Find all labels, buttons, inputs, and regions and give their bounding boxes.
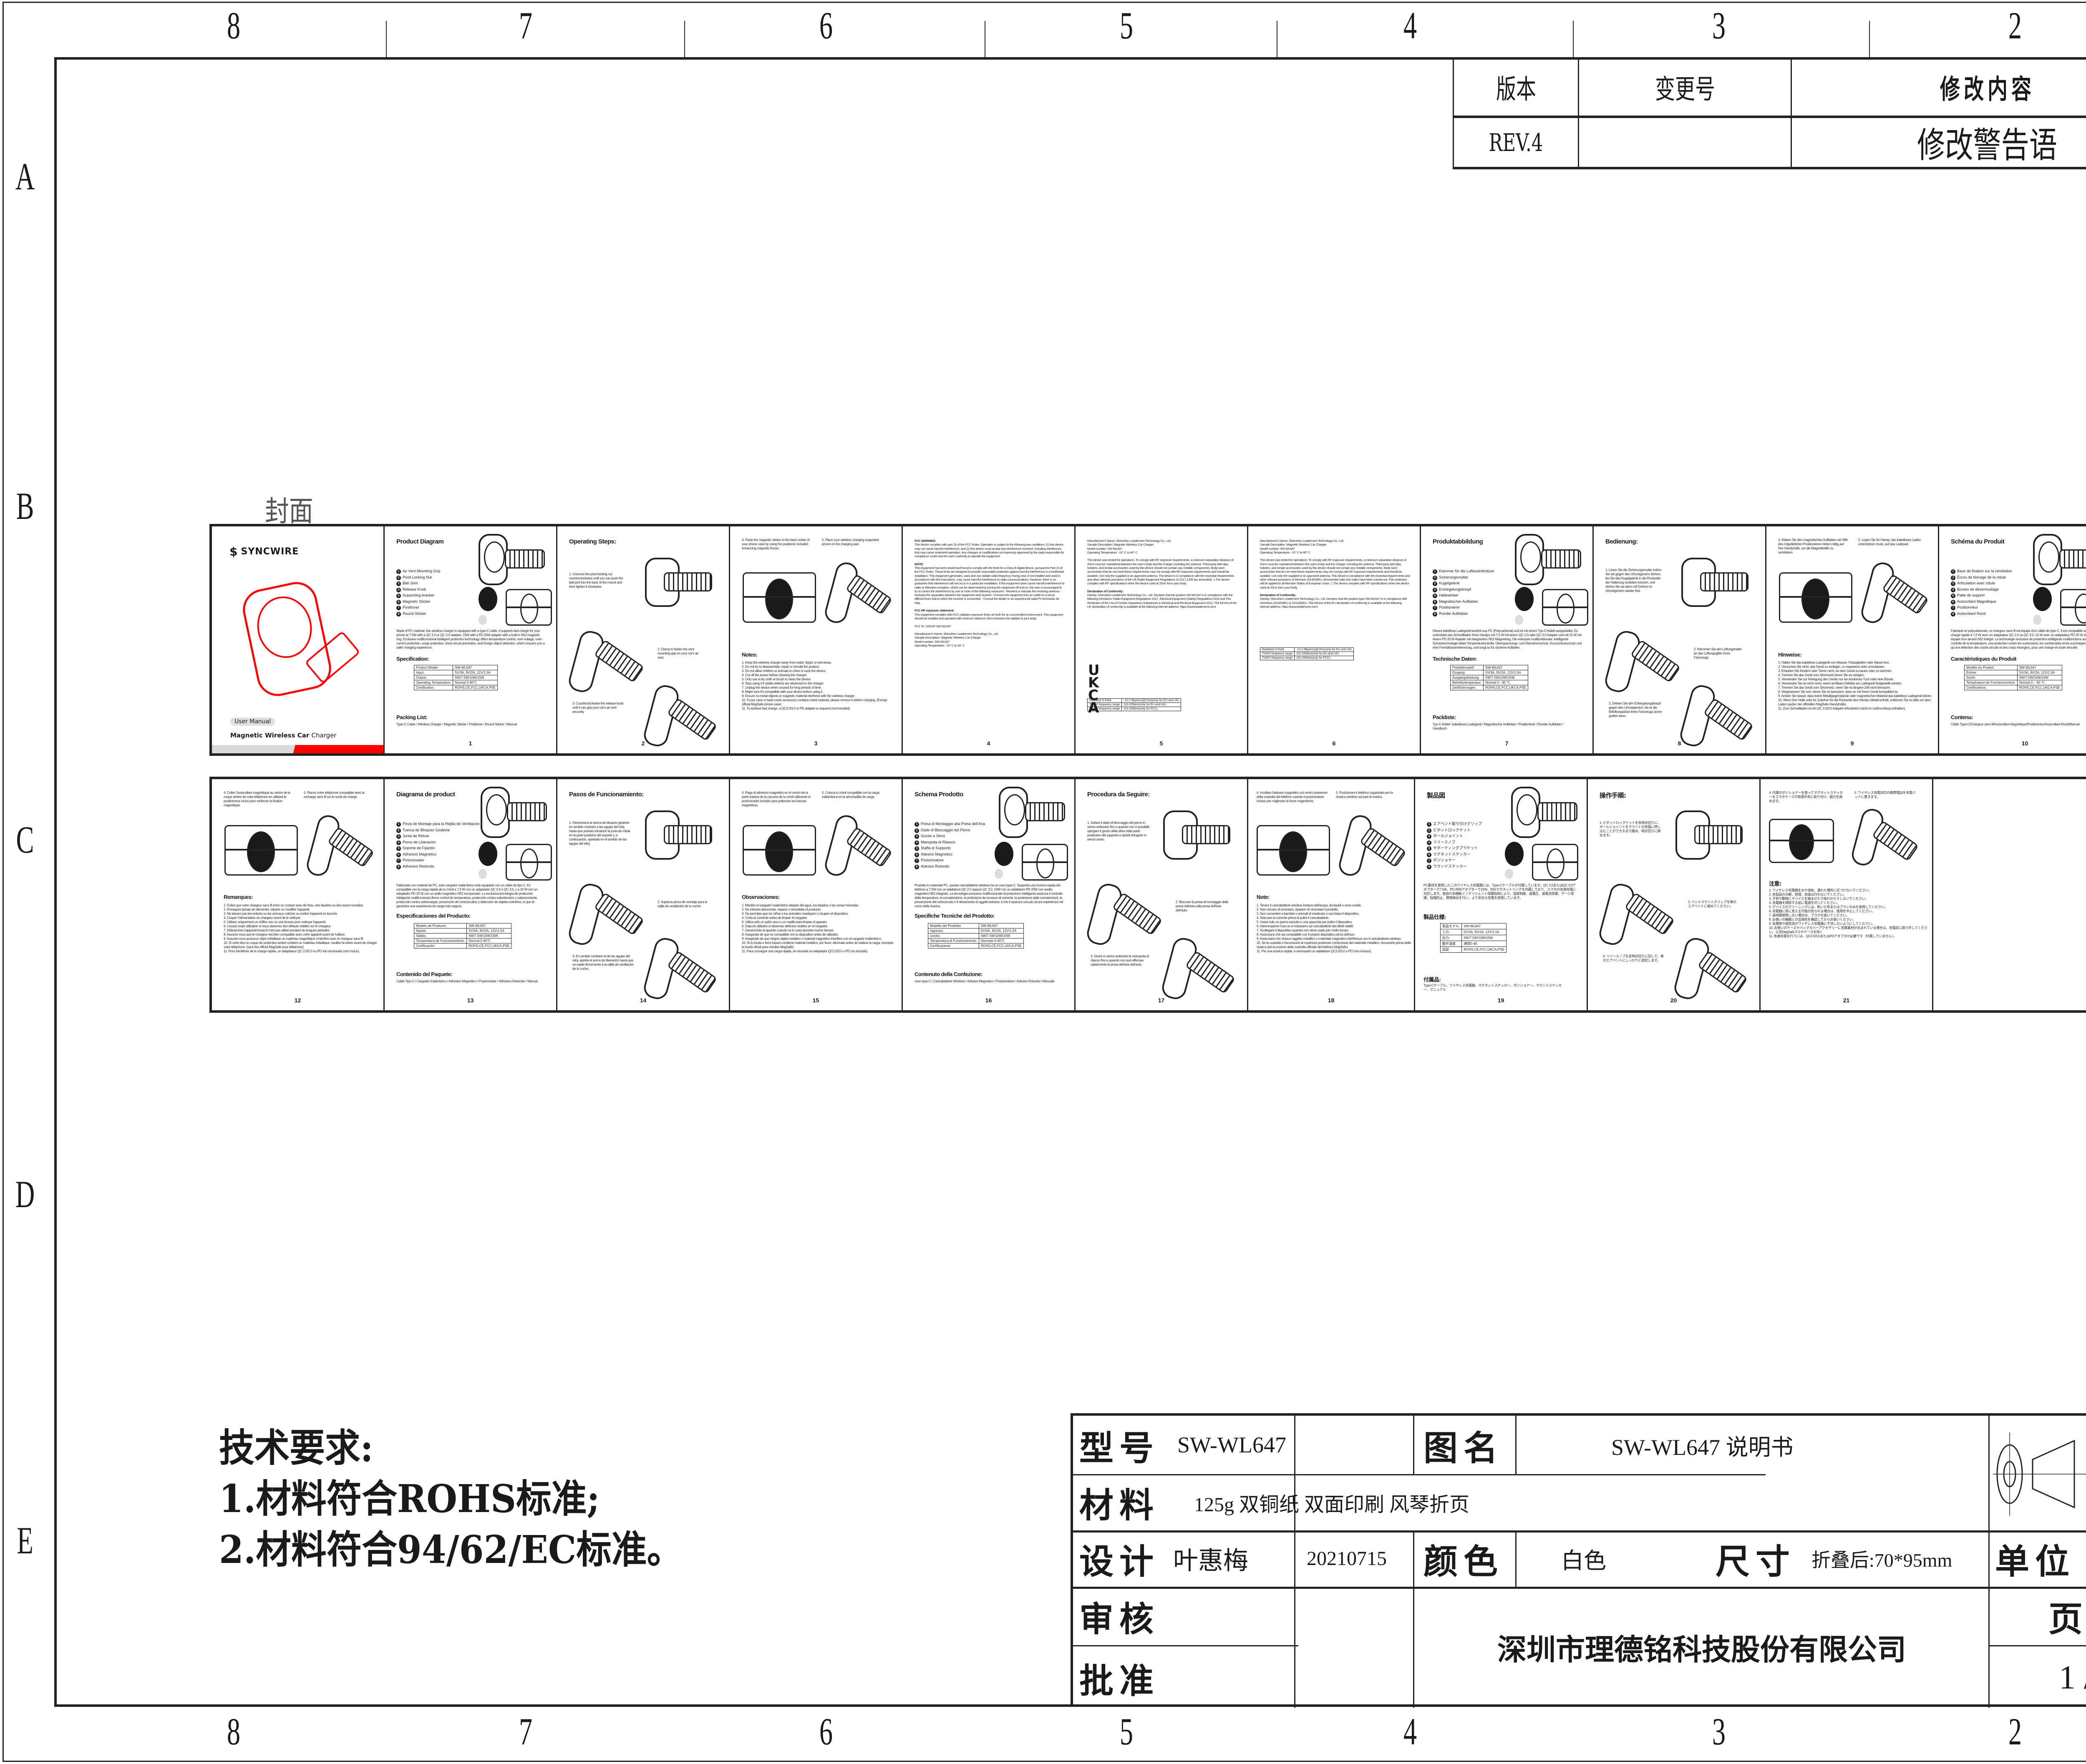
row-marker: E [17, 1519, 33, 1562]
manual-cover: $ SYNCWIRE User Manual Magnetic Wireless… [212, 526, 385, 753]
syncwire-logo-icon: $ [229, 545, 238, 559]
designer-label: 设计 [1079, 1542, 1160, 1582]
rev-content: 修改警告语 [1917, 125, 2058, 166]
col-marker: 7 [519, 1710, 533, 1753]
model-label: 型号 [1079, 1428, 1160, 1468]
blank-panel [1933, 779, 2086, 1010]
drawing-name-value: SW-WL647 说明书 [1611, 1434, 1794, 1460]
model-value: SW-WL647 [1177, 1432, 1286, 1457]
title-block: 型号 SW-WL647 图名 SW-WL647 说明书 材料 125g 双铜纸 … [1071, 1413, 2086, 1708]
page-label: 页码 [2048, 1599, 2086, 1639]
step-2-illustration [566, 629, 606, 695]
cover-title: Magnetic Wireless Car Charger [230, 732, 337, 739]
col-marker: 4 [1403, 1710, 1417, 1753]
spec-table: Product Model:SW-WL647 Input:5V/3A, 9V/2… [413, 665, 498, 690]
color-value: 白色 [1561, 1548, 1606, 1573]
material-label: 材料 [1079, 1485, 1160, 1525]
drawing-outer-border [3, 2, 2086, 1762]
page-2: Operating Steps: 1. Unscrew the pivot lo… [557, 526, 730, 753]
rev-version: REV.4 [1489, 128, 1543, 157]
color-label: 颜色 [1423, 1542, 1504, 1582]
approve-label: 批准 [1079, 1661, 1160, 1701]
col-marker: 4 [1403, 4, 1417, 47]
tech-req-item: 1.材料符合ROHS标准; [219, 1476, 600, 1521]
page-17: Procedura da Seguire: 1. Svitare il dado… [1076, 779, 1248, 1010]
manual-sheet-front: $ SYNCWIRE User Manual Magnetic Wireless… [209, 524, 2086, 756]
material-value: 125g 双铜纸 双面印刷 风琴折页 [1194, 1493, 1470, 1516]
review-label: 审核 [1079, 1599, 1160, 1639]
page-3: 4. Paste the magnetic sticker to the bac… [730, 526, 903, 753]
col-marker: 6 [819, 4, 833, 47]
brand-logo: $ SYNCWIRE [229, 545, 299, 559]
col-marker: 8 [227, 1710, 241, 1753]
notes-list: 1. Keep the wireless charger away from w… [742, 661, 887, 710]
first-angle-projection-icon [1993, 1424, 2086, 1524]
page-5: Manufacturer's Name: Shenzhen Leadement … [1076, 526, 1248, 753]
col-marker: 3 [1712, 1710, 1726, 1753]
unit-label: 单位 [1995, 1542, 2076, 1582]
positioner-diagram [506, 589, 552, 626]
round-sticker-diagram [479, 615, 487, 625]
page-12: 4. Collez l'autocollant magnétique au ce… [212, 779, 385, 1010]
vent-mount-diagram [505, 549, 545, 569]
row-marker: D [15, 1173, 35, 1215]
drawing-name-label: 图名 [1423, 1428, 1504, 1468]
col-marker: 2 [2008, 4, 2022, 47]
revision-table: 版本 变更号 修改内容 修改人 日期 REV.4 修改警告语 李海琴 20211… [1453, 58, 2086, 169]
col-marker: 2 [2008, 1710, 2022, 1753]
page-18: 4. Incollare l'adesivo magnetico sul cen… [1248, 779, 1415, 1010]
page-15: 4. Pega el adhesivo magnético en el cent… [730, 779, 903, 1010]
row-marker: B [16, 485, 34, 527]
page-4: FCC WARNING This device complies with pa… [903, 526, 1076, 753]
technical-requirements: 技术要求: 1.材料符合ROHS标准; 2.材料符合94/62/EC标准。 [219, 1422, 682, 1575]
charger-diagram [479, 534, 508, 585]
col-marker: 5 [1119, 4, 1134, 47]
row-marker: C [16, 818, 34, 861]
positioner-applied-illustration [743, 572, 816, 623]
tech-req-title: 技术要求: [219, 1425, 373, 1470]
company-name: 深圳市理德铭科技股份有限公司 [1497, 1632, 1906, 1667]
page-heading: Product Diagram [396, 538, 444, 545]
tech-req-item: 2.材料符合94/62/EC标准。 [219, 1527, 683, 1572]
page-6: Manufacturer's Name: Shenzhen Leadement … [1248, 526, 1421, 753]
designer-value: 叶惠梅 [1173, 1547, 1248, 1575]
size-label: 尺寸 [1716, 1542, 1796, 1582]
front-cover-label: 封面 [265, 495, 313, 528]
col-marker: 8 [227, 4, 241, 47]
page-21: 4. 付属のポジショナーを使ってマグネットステッカーをスマホケースの背面中央に貼… [1761, 779, 1933, 1010]
cover-color-bar [212, 745, 383, 753]
user-manual-badge: User Manual [230, 717, 275, 726]
row-marker: A [15, 155, 35, 198]
col-marker: 5 [1119, 1710, 1134, 1753]
rev-header-version: 版本 [1496, 74, 1536, 105]
page-9: 4. Kleben Sie den magnetischen Aufkleber… [1766, 526, 1939, 753]
col-marker: 6 [819, 1710, 833, 1753]
col-marker: 3 [1712, 4, 1726, 47]
page-number: 1 [469, 740, 472, 747]
rev-header-change-no: 变更号 [1655, 74, 1715, 105]
magnetic-sticker-diagram [479, 587, 497, 611]
page-value: 1 / 1 [2058, 1659, 2086, 1696]
page-14: Pasos de Funcionamiento: 1. Desenrosca l… [557, 779, 730, 1010]
description-text: Made of PC material, this wireless charg… [396, 629, 545, 649]
rf-table: Radiated H-Field-10.2 dBμA/m(@10m)(only … [1087, 698, 1182, 711]
rf-table: Radiated H-Field-10.2 dBμA/m(@10m)(only … [1260, 647, 1354, 660]
col-marker: 7 [519, 4, 533, 47]
rev-header-content: 修改内容 [1940, 73, 2035, 105]
page-8: Bedienung: 1. Lösen Sie die Sicherungsmu… [1594, 526, 1766, 753]
page-20: 操作手順: 1. ピボットロックナットを反時計回りに、ボールジョイントをマウント… [1588, 779, 1761, 1010]
size-value: 折叠后:70*95mm [1811, 1549, 1952, 1571]
design-date: 20210715 [1307, 1548, 1387, 1570]
manual-sheet-back: 4. Collez l'autocollant magnétique au ce… [209, 777, 2086, 1013]
drawing-inner-border [54, 57, 2086, 1707]
